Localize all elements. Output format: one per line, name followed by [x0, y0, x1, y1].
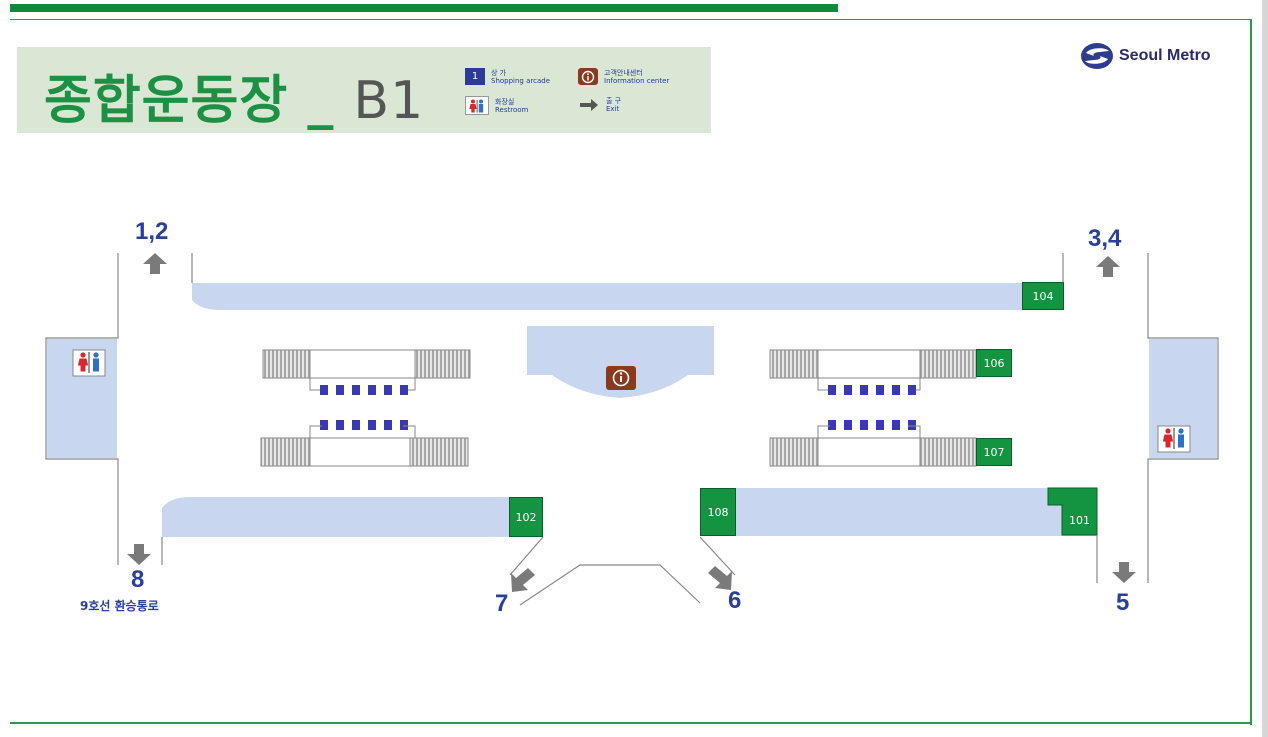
info-center-area — [527, 326, 714, 398]
shop-108: 108 — [700, 488, 736, 536]
page-title: 종합운동장 _ B1 — [44, 58, 424, 133]
title-separator: _ — [307, 71, 335, 131]
east-restroom-icon — [1157, 425, 1191, 453]
legend-shop-en: Shopping arcade — [491, 76, 551, 85]
map-info-icon — [606, 366, 636, 390]
frame-border-right — [1250, 19, 1252, 725]
exit-6-arrow-icon — [708, 566, 732, 590]
brand-name: Seoul Metro — [1119, 47, 1211, 64]
seoul-metro-logo-icon — [1081, 43, 1113, 69]
exit-5-label: 5 — [1116, 589, 1130, 616]
frame-border-top — [10, 19, 1252, 20]
restroom-icon — [465, 96, 489, 115]
shop-102: 102 — [509, 497, 543, 537]
exit-5-arrow-icon — [1112, 562, 1136, 583]
north-shop-corridor — [192, 283, 1063, 310]
corridor-outlines — [45, 253, 1219, 606]
legend-restroom: 화장실 Restroom — [465, 96, 528, 115]
exit-8-arrow-icon — [127, 544, 151, 565]
exit-arrow-icon — [578, 96, 600, 113]
exit-7-arrow-icon — [511, 568, 535, 592]
shop-107: 107 — [976, 438, 1012, 466]
shop-101: 101 — [1069, 513, 1090, 527]
exit-6-label: 6 — [728, 587, 742, 614]
info-icon — [578, 68, 598, 85]
exit-1-2-arrow-icon — [143, 253, 167, 274]
title-panel — [17, 47, 711, 133]
legend-info-ko: 고객안내센터 — [604, 68, 643, 77]
legend-info: 고객안내센터 Information center — [578, 68, 669, 85]
shop-101-block — [1047, 487, 1098, 536]
legend-exit-en: Exit — [606, 104, 620, 113]
shop-icon: 1 — [465, 68, 485, 85]
legend-info-en: Information center — [604, 76, 670, 85]
page-scrollbar[interactable] — [1262, 0, 1268, 737]
legend-restroom-en: Restroom — [495, 105, 529, 114]
station-name: 종합운동장 — [44, 71, 289, 131]
shop-104: 104 — [1022, 282, 1064, 310]
legend-exit-ko: 출 구 — [606, 96, 622, 105]
west-restroom-icon — [72, 349, 106, 377]
floor-level: B1 — [353, 71, 425, 131]
frame-border-bottom — [10, 722, 1252, 724]
shop-106: 106 — [976, 349, 1012, 377]
south-east-shop-corridor — [700, 488, 1097, 536]
exit-7-label: 7 — [495, 590, 509, 617]
line-9-transfer-label: 9호선 환승통로 — [80, 599, 159, 613]
exit-3-4-arrow-icon — [1096, 256, 1120, 277]
legend-shop: 1 상 가 Shopping arcade — [465, 68, 550, 85]
exit-8-label: 8 — [131, 566, 145, 593]
east-platform-stairs — [769, 349, 977, 467]
exit-1-2-label: 1,2 — [135, 218, 169, 245]
seoul-metro-logo: Seoul Metro — [1080, 42, 1211, 70]
legend-restroom-ko: 화장실 — [495, 97, 515, 106]
top-accent-bar — [10, 4, 838, 12]
exit-arrows — [127, 253, 1136, 592]
west-platform-stairs — [260, 349, 471, 467]
legend-shop-ko: 상 가 — [491, 68, 507, 77]
exit-3-4-label: 3,4 — [1088, 225, 1122, 252]
south-west-shop-corridor — [162, 497, 543, 537]
legend-exit: 출 구 Exit — [578, 96, 621, 113]
